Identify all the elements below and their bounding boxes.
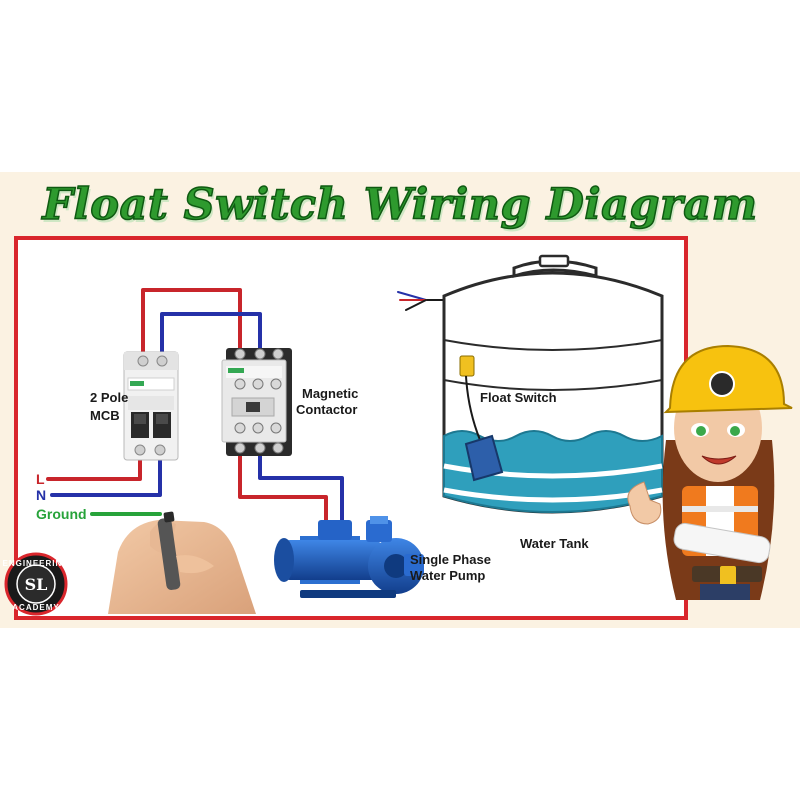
hard-hat-badge [709,371,735,397]
water-tank-label: Water Tank [520,536,589,551]
wire-neutral-mcb-to-contactor [160,312,262,358]
wire-label-ground: Ground [36,506,87,522]
logo-bottom-text: ACADEMY [12,603,59,612]
mcb-label-line2: MCB [90,408,120,423]
contactor-label-line2: Contactor [296,402,357,417]
wire-float-blue [397,291,427,301]
mcb-label-line1: 2 Pole [90,390,128,405]
wire-label-l: L [36,471,45,487]
wire-neutral-to-pump [258,446,344,526]
logo-monogram: SL [25,575,48,594]
wire-float-black [405,299,427,311]
contactor-label-line1: Magnetic [302,386,358,401]
wire-neutral-supply [50,448,162,497]
water-pump [274,516,424,598]
water-tank [442,254,664,514]
engineer-character [627,344,793,600]
pump-label-line2: Water Pump [410,568,485,583]
logo-top-text: ENGINEERING [2,559,69,568]
page-title: Float Switch Wiring Diagram [42,179,758,231]
wire-live-to-pump [238,446,328,524]
wire-label-n: N [36,487,46,503]
wire-live-mcb-to-contactor [141,288,242,358]
mcb-breaker [123,351,179,461]
magnetic-contactor [221,348,292,456]
engineering-academy-logo: ENGINEERING SL ACADEMY [2,552,69,616]
pump-label-line1: Single Phase [410,552,491,567]
float-switch-label: Float Switch [480,390,557,405]
hand-with-marker [108,511,256,614]
float-switch [459,355,504,482]
